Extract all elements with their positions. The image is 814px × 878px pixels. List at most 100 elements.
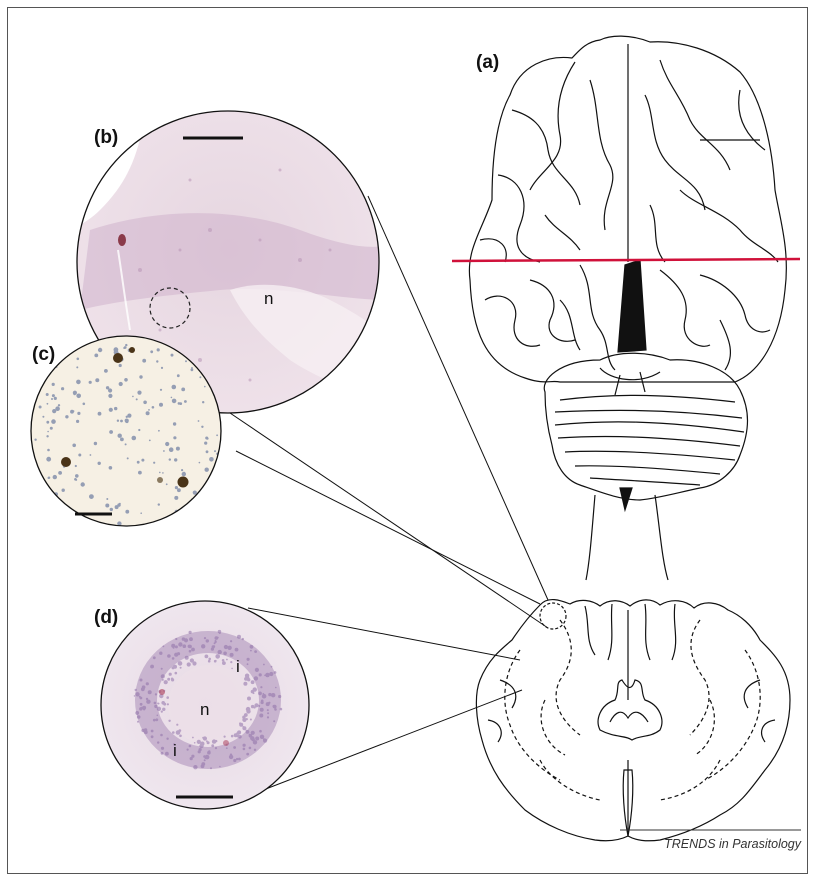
nucleus-dot (98, 348, 102, 352)
nucleus-dot (143, 401, 147, 405)
nucleus-dot (218, 508, 220, 510)
infiltrate-dot (278, 695, 281, 698)
infiltrate-dot (179, 735, 182, 738)
nucleus-dot (125, 344, 127, 346)
infiltrate-dot (197, 740, 201, 744)
nucleus-dot (137, 461, 140, 464)
infiltrate-dot (151, 735, 154, 738)
nucleus-dot (115, 505, 119, 509)
infiltrate-dot (254, 676, 258, 680)
nucleus-dot (175, 486, 178, 489)
infiltrate-dot (157, 741, 159, 743)
nucleus-dot (72, 444, 76, 448)
nucleus-dot (106, 498, 108, 500)
infiltrate-dot (230, 661, 232, 663)
nucleus-dot (34, 439, 36, 441)
infiltrate-dot (246, 730, 250, 734)
nucleus-dot (46, 435, 48, 437)
nucleus-dot (73, 410, 75, 412)
nucleus-dot (140, 512, 142, 514)
infiltrate-dot (231, 668, 233, 670)
infiltrate-dot (189, 650, 192, 653)
nucleus-dot (163, 450, 165, 452)
nucleus-dot (222, 498, 226, 502)
infiltrate-dot (250, 650, 252, 652)
infiltrate-dot (167, 703, 169, 705)
nucleus-dot (73, 392, 76, 395)
nucleus-dot (198, 420, 200, 422)
infiltrate-dot (259, 730, 262, 733)
nucleus-dot (110, 508, 113, 511)
nucleus-dot (136, 398, 138, 400)
infiltrate-dot (182, 637, 185, 640)
nucleus-dot (76, 366, 78, 368)
nucleus-dot (51, 398, 53, 400)
infiltrate-dot (180, 667, 182, 669)
nucleus-dot (76, 394, 81, 399)
infiltrate-dot (146, 700, 150, 704)
nucleus-dot (204, 386, 206, 388)
nucleus-dot (157, 348, 160, 351)
infiltrate-dot (201, 644, 205, 648)
panel-label-d: (d) (94, 607, 118, 628)
nucleus-dot (148, 409, 150, 411)
nucleus-dot (177, 374, 180, 377)
nucleus-dot (169, 447, 174, 452)
infiltrate-dot (253, 740, 257, 744)
infiltrate-dot (260, 735, 264, 739)
nucleus-dot (39, 406, 42, 409)
infiltrate-dot (191, 648, 195, 652)
nucleus-dot (214, 450, 216, 452)
nucleus-dot (182, 512, 185, 515)
infiltrate-dot (175, 638, 177, 640)
nucleus-dot (158, 430, 160, 432)
nucleus-dot (213, 490, 216, 493)
infiltrate-dot (250, 719, 252, 721)
infiltrate-dot (267, 709, 269, 711)
nucleus-dot (171, 397, 173, 399)
infiltrate-dot (193, 765, 197, 769)
nucleus-dot (114, 347, 119, 352)
infiltrate-dot (223, 652, 227, 656)
infiltrate-dot (176, 724, 178, 726)
infiltrate-dot (204, 759, 206, 761)
infiltrate-dot (148, 691, 150, 693)
infiltrate-dot (140, 679, 143, 682)
nucleus-dot (108, 394, 112, 398)
infiltrate-dot (175, 645, 178, 648)
nucleus-dot (152, 406, 155, 409)
infiltrate-dot (274, 708, 277, 711)
nucleus-dot (199, 376, 201, 378)
coronal-section-drawing (476, 600, 790, 841)
nucleus-dot (209, 457, 214, 462)
infiltrate-dot (157, 715, 159, 717)
nucleus-dot (28, 377, 33, 382)
infiltrate-dot (187, 662, 191, 666)
nucleus-dot (159, 403, 163, 407)
nucleus-dot (166, 483, 168, 485)
infiltrate-dot (175, 672, 178, 675)
nucleus-dot (118, 434, 122, 438)
nucleus-dot (176, 514, 179, 517)
infiltrate-dot (242, 718, 246, 722)
infiltrate-dot (254, 703, 258, 707)
infiltrate-dot (193, 662, 196, 665)
nucleus-dot (54, 397, 57, 400)
infiltrate-dot (153, 656, 156, 659)
nucleus-dot (123, 347, 125, 349)
infiltrate-dot (231, 735, 234, 738)
infiltrate-dot (154, 705, 157, 708)
nucleus-dot (124, 378, 128, 382)
nucleus-dot (63, 348, 65, 350)
infiltrate-dot (247, 658, 250, 661)
nucleus-dot (32, 487, 35, 490)
nucleus-dot (142, 359, 146, 363)
nucleus-dot (114, 407, 117, 410)
nucleus-dot (160, 389, 162, 391)
infiltrate-dot (167, 654, 171, 658)
nucleus-dot (46, 393, 49, 396)
infiltrate-dot (275, 687, 277, 689)
infiltrate-dot (161, 752, 164, 755)
nucleus-dot (202, 401, 204, 403)
coronal-outline (476, 600, 790, 841)
